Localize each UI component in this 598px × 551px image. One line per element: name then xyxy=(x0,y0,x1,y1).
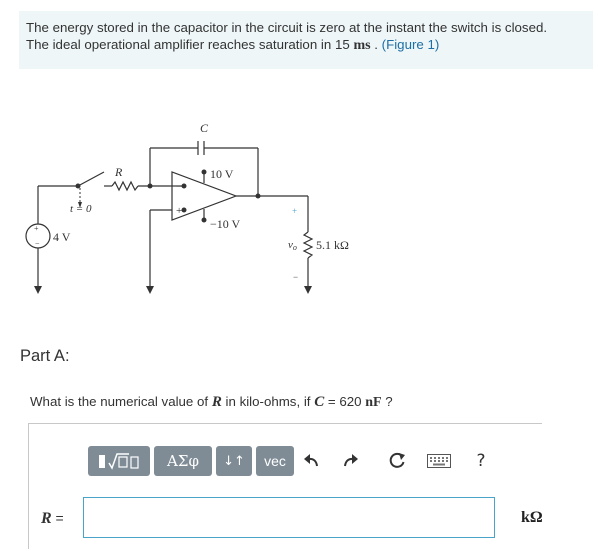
label-output-voltage: vo xyxy=(288,239,297,252)
label-output-minus: − xyxy=(293,272,298,282)
question-prefix: What is the numerical value of xyxy=(30,394,212,409)
load-resistor-symbol xyxy=(302,231,314,259)
math-toolbar: ΑΣφ ↓↑ vec xyxy=(88,445,298,477)
label-resistor: R xyxy=(114,165,123,179)
reset-icon xyxy=(389,452,405,468)
time-unit: ms xyxy=(353,38,371,53)
question-suffix: ? xyxy=(381,394,393,409)
question-unit: nF xyxy=(365,395,382,410)
undo-button[interactable] xyxy=(300,450,322,472)
answer-equals: = xyxy=(51,510,64,526)
question-equals: = 620 xyxy=(324,394,366,409)
ground-arrow-load xyxy=(304,286,312,294)
label-switch-time: t = 0 xyxy=(70,203,92,215)
problem-line-2-text: The ideal operational amplifier reaches … xyxy=(26,37,354,52)
question-text: What is the numerical value of R in kilo… xyxy=(30,394,393,411)
undo-icon xyxy=(304,454,318,467)
label-source-voltage: 4 V xyxy=(53,230,71,244)
figure-link[interactable]: (Figure 1) xyxy=(381,37,440,52)
redo-button[interactable] xyxy=(340,450,362,472)
templates-icon xyxy=(99,453,139,470)
problem-line-2: The ideal operational amplifier reaches … xyxy=(26,36,586,54)
circuit-diagram: C R t = 0 4 V + − 10 V −10 V − + + − vo … xyxy=(25,121,349,294)
node-supply-positive xyxy=(201,169,207,175)
switch-blade xyxy=(77,171,105,187)
resistor-r-symbol xyxy=(111,180,139,192)
redo-icon xyxy=(344,454,358,467)
answer-input[interactable] xyxy=(83,497,495,538)
answer-var-r: R xyxy=(41,510,52,527)
question-var-c: C xyxy=(314,394,325,410)
greek-symbols-button[interactable]: ΑΣφ xyxy=(154,446,212,476)
label-output-plus: + xyxy=(292,206,297,216)
answer-unit: kΩ xyxy=(521,509,543,526)
ground-arrow-opamp xyxy=(146,286,154,294)
vector-button[interactable]: vec xyxy=(256,446,294,476)
opamp-symbol xyxy=(171,171,238,221)
node-switch-left xyxy=(75,183,81,189)
ground-arrow-source xyxy=(34,286,42,294)
label-output-voltage-sub: o xyxy=(293,243,297,252)
label-supply-positive: 10 V xyxy=(210,167,234,181)
problem-line-2-sep: . xyxy=(370,37,382,52)
node-inverting xyxy=(181,183,187,189)
answer-label: R = xyxy=(41,510,64,528)
templates-button[interactable] xyxy=(88,446,150,476)
node-output xyxy=(255,193,261,199)
keyboard-button[interactable] xyxy=(425,450,453,472)
node-supply-negative xyxy=(201,217,207,223)
label-load-resistor: 5.1 kΩ xyxy=(316,238,349,252)
switch-arrow xyxy=(78,202,82,208)
label-source-plus: + xyxy=(34,224,39,233)
reset-button[interactable] xyxy=(386,450,408,472)
problem-statement: The energy stored in the capacitor in th… xyxy=(19,11,593,69)
label-output-voltage-v: v xyxy=(288,239,293,251)
node-input xyxy=(147,183,153,189)
problem-line-1: The energy stored in the capacitor in th… xyxy=(26,20,548,35)
help-button[interactable]: ? xyxy=(476,451,486,471)
node-noninverting xyxy=(181,207,187,213)
label-source-minus: − xyxy=(35,239,40,248)
subscript-superscript-button[interactable]: ↓↑ xyxy=(216,446,252,476)
label-supply-negative: −10 V xyxy=(210,217,241,231)
keyboard-icon xyxy=(427,454,451,468)
question-middle: in kilo-ohms, if xyxy=(221,394,315,409)
question-var-r: R xyxy=(211,394,222,410)
part-title: Part A: xyxy=(20,347,70,365)
label-opamp-plus: + xyxy=(176,205,182,217)
label-opamp-minus: − xyxy=(176,181,182,193)
label-capacitor: C xyxy=(200,121,209,135)
